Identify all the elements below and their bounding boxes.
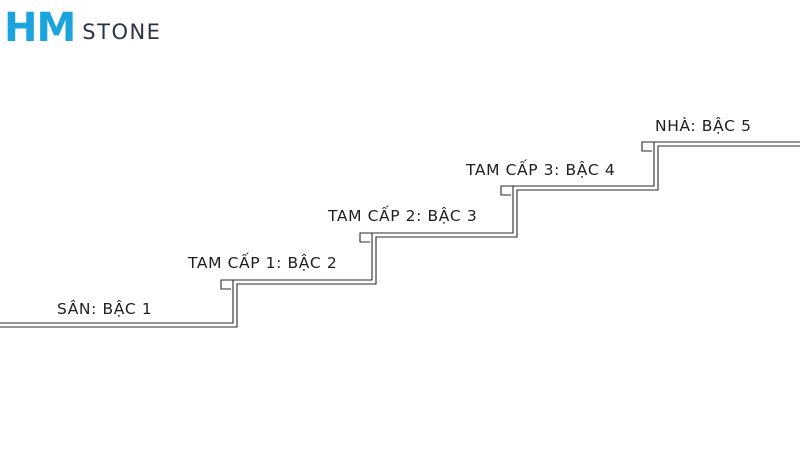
logo-wordmark: STONE [82, 20, 162, 44]
step-label-1: SÂN: BẬC 1 [57, 299, 152, 318]
step-label-5: NHÀ: BẬC 5 [655, 116, 752, 135]
stair-nosing [220, 279, 245, 290]
stair-finish-line [0, 145, 800, 328]
staircase-outline [0, 141, 800, 328]
step-label-2: TAM CẤP 1: BẬC 2 [187, 251, 337, 272]
step-label-4: TAM CẤP 3: BẬC 4 [465, 158, 615, 179]
stair-nosing [641, 141, 666, 152]
stair-nosing [500, 185, 525, 196]
step-label-3: TAM CẤP 2: BẬC 3 [327, 204, 477, 225]
stair-profile-line [0, 141, 800, 324]
stair-nosings [220, 141, 666, 290]
logo-mark: HM [4, 5, 76, 51]
stair-nosing [359, 232, 384, 243]
hmstone-logo: HM STONE [4, 6, 161, 50]
